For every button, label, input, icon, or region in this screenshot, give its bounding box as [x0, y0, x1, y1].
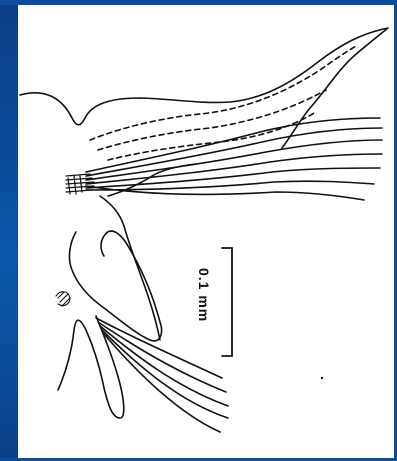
fiber-3 [86, 140, 382, 180]
stipple-mark [56, 292, 70, 306]
speck [321, 377, 323, 379]
bottom-structure-outline [58, 316, 124, 418]
scale-bar [222, 248, 232, 356]
lower-tissue-outline [100, 196, 160, 340]
scale-bar-label: 0.1 mm [196, 268, 212, 322]
fiber-7 [86, 186, 364, 200]
dashed-fiber-2 [98, 90, 326, 150]
fiber-1 [86, 118, 380, 172]
